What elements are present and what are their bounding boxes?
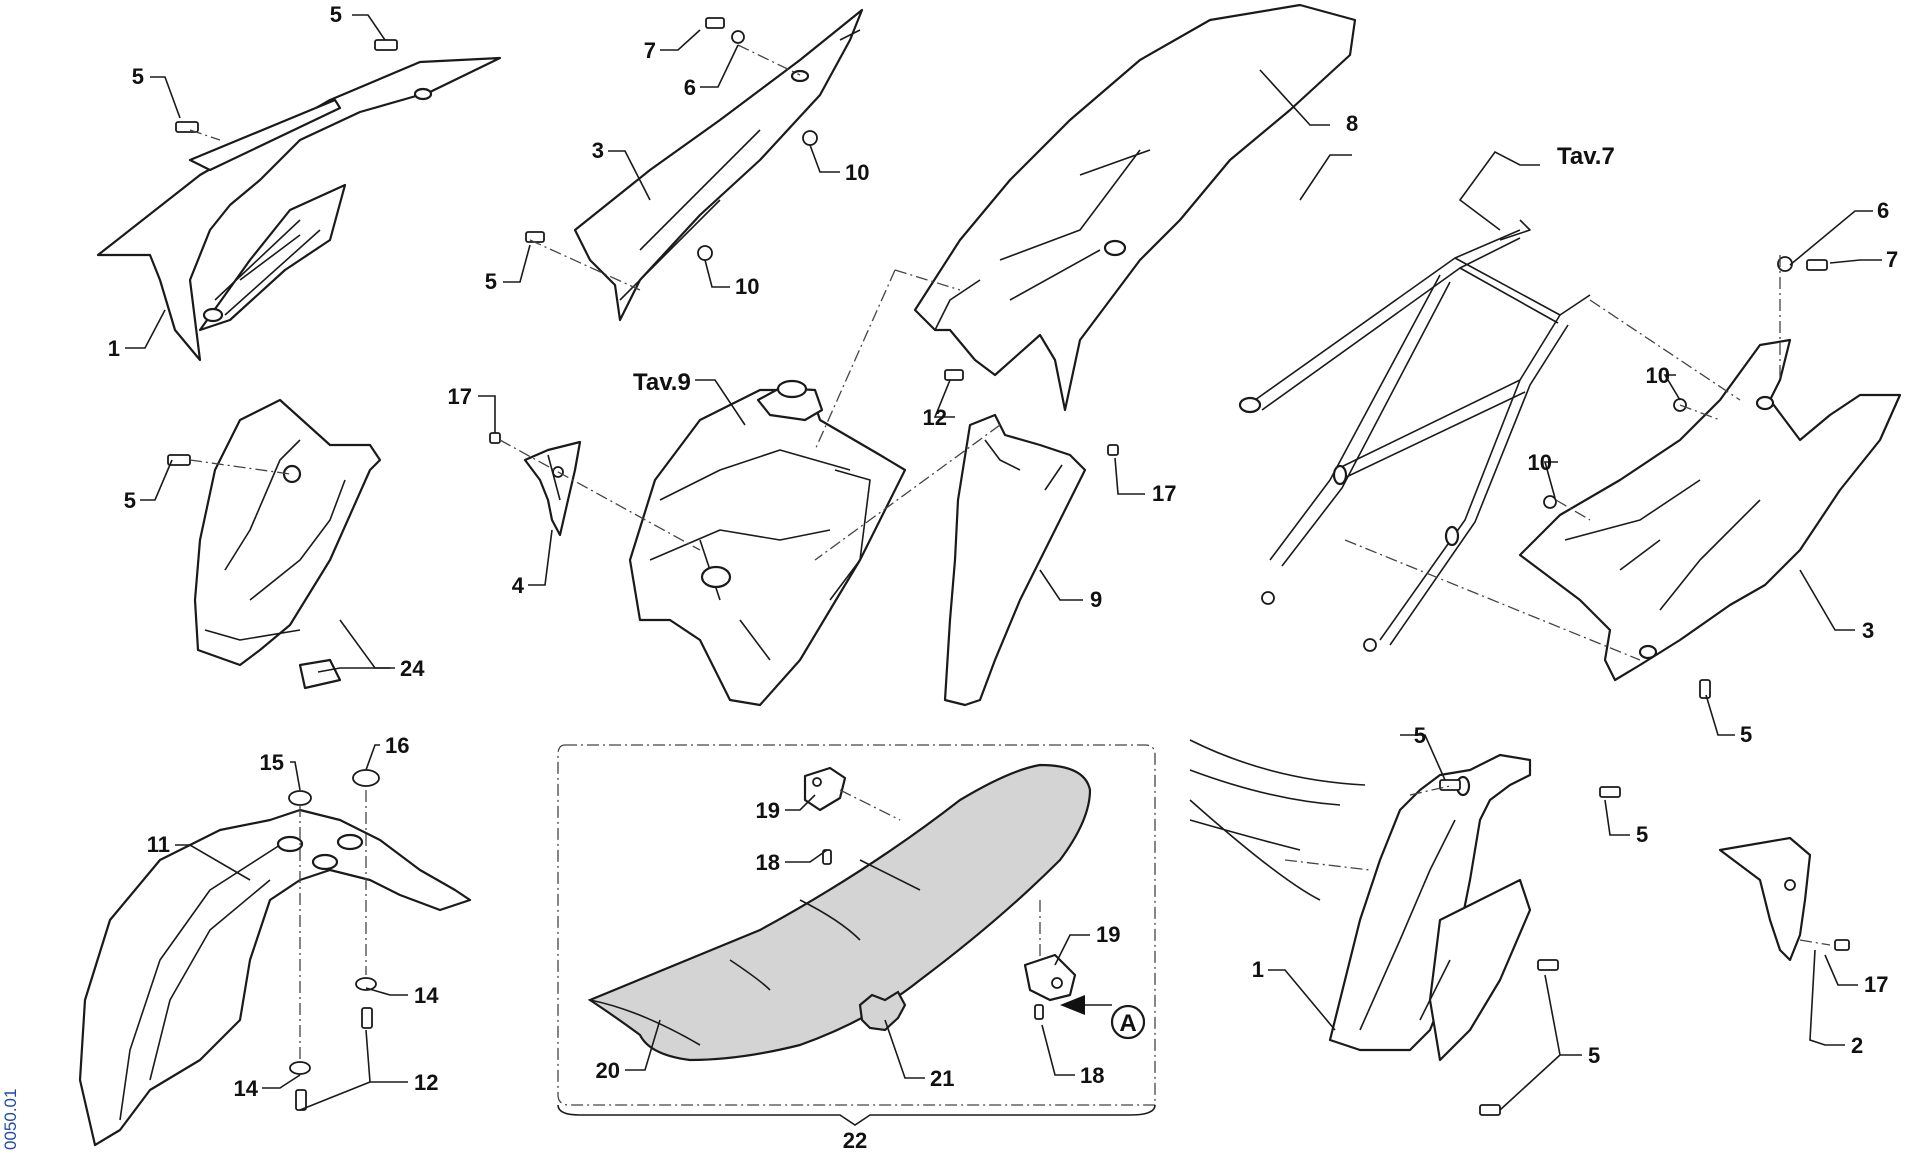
bracket-2 bbox=[1718, 836, 1812, 962]
callout-19: 19 bbox=[1096, 922, 1120, 947]
callout-5: 5 bbox=[330, 2, 342, 27]
seat-bracket-upper bbox=[803, 766, 847, 812]
callout-21: 21 bbox=[930, 1066, 954, 1091]
callout-5: 5 bbox=[132, 64, 144, 89]
callout-5: 5 bbox=[485, 269, 497, 294]
callout-16: 16 bbox=[385, 733, 409, 758]
subframe bbox=[1238, 219, 1591, 652]
callout-12: 12 bbox=[414, 1070, 438, 1095]
callout-19: 19 bbox=[756, 798, 780, 823]
ref-tav9: Tav.9 bbox=[633, 369, 691, 396]
callout-11: 11 bbox=[147, 832, 170, 857]
front-fender bbox=[78, 808, 472, 1147]
callout-14: 14 bbox=[414, 983, 439, 1008]
callout-3: 3 bbox=[1862, 618, 1874, 643]
frame-outline bbox=[1189, 739, 1366, 901]
callout-labels: 5 5 1 7 6 3 10 5 10 8 Tav.7 6 7 Tav.9 17… bbox=[108, 2, 1899, 1153]
callout-5: 5 bbox=[1414, 723, 1426, 748]
seat-group-outline bbox=[557, 744, 1156, 1106]
mudguard-flap bbox=[943, 413, 1087, 707]
bracket-4 bbox=[523, 440, 582, 537]
callout-8: 8 bbox=[1346, 111, 1358, 136]
callout-22: 22 bbox=[843, 1128, 867, 1153]
callout-10: 10 bbox=[845, 160, 869, 185]
callout-14: 14 bbox=[234, 1076, 259, 1101]
callout-7: 7 bbox=[644, 38, 656, 63]
callout-24: 24 bbox=[400, 656, 425, 681]
seat-group-brace bbox=[557, 1104, 1156, 1126]
callout-1: 1 bbox=[108, 336, 120, 361]
callout-10: 10 bbox=[1528, 450, 1552, 475]
callout-18: 18 bbox=[1080, 1063, 1104, 1088]
callout-10: 10 bbox=[735, 274, 759, 299]
detail-a-label: A bbox=[1119, 1010, 1136, 1037]
callout-2: 2 bbox=[1851, 1033, 1863, 1058]
callout-6: 6 bbox=[1877, 198, 1889, 223]
callout-20: 20 bbox=[596, 1058, 620, 1083]
callout-4: 4 bbox=[512, 573, 525, 598]
callout-10: 10 bbox=[1646, 363, 1670, 388]
front-number-plate bbox=[193, 398, 382, 690]
side-panel-left-upper bbox=[96, 56, 502, 362]
seat bbox=[587, 763, 1092, 1062]
callout-15: 15 bbox=[260, 750, 284, 775]
drawing-code: 0050.01 bbox=[1, 1089, 20, 1150]
side-panel-left-lower bbox=[1328, 753, 1532, 1062]
leader-lines bbox=[125, 14, 1882, 1111]
air-box bbox=[628, 379, 907, 707]
detail-a-marker: A bbox=[1060, 995, 1146, 1040]
callout-5: 5 bbox=[1740, 722, 1752, 747]
callout-18: 18 bbox=[756, 850, 780, 875]
callout-5: 5 bbox=[1636, 822, 1648, 847]
callout-5: 5 bbox=[124, 488, 136, 513]
ref-tav7: Tav.7 bbox=[1557, 143, 1615, 170]
callout-17: 17 bbox=[448, 384, 472, 409]
rear-fender bbox=[913, 3, 1357, 412]
callout-7: 7 bbox=[1886, 247, 1898, 272]
seat-bracket-lower bbox=[1023, 953, 1077, 1002]
assembly-lines bbox=[189, 44, 1831, 1060]
callout-17: 17 bbox=[1152, 481, 1176, 506]
callout-1: 1 bbox=[1252, 957, 1264, 982]
callout-5: 5 bbox=[1588, 1043, 1600, 1068]
side-panel-3-right bbox=[1518, 338, 1902, 682]
side-panel-3-upper bbox=[573, 8, 864, 322]
callout-12: 12 bbox=[923, 405, 947, 430]
seat-pad bbox=[858, 990, 907, 1032]
callout-6: 6 bbox=[684, 75, 696, 100]
callout-3: 3 bbox=[592, 138, 604, 163]
callout-17: 17 bbox=[1864, 972, 1888, 997]
callout-9: 9 bbox=[1090, 587, 1102, 612]
